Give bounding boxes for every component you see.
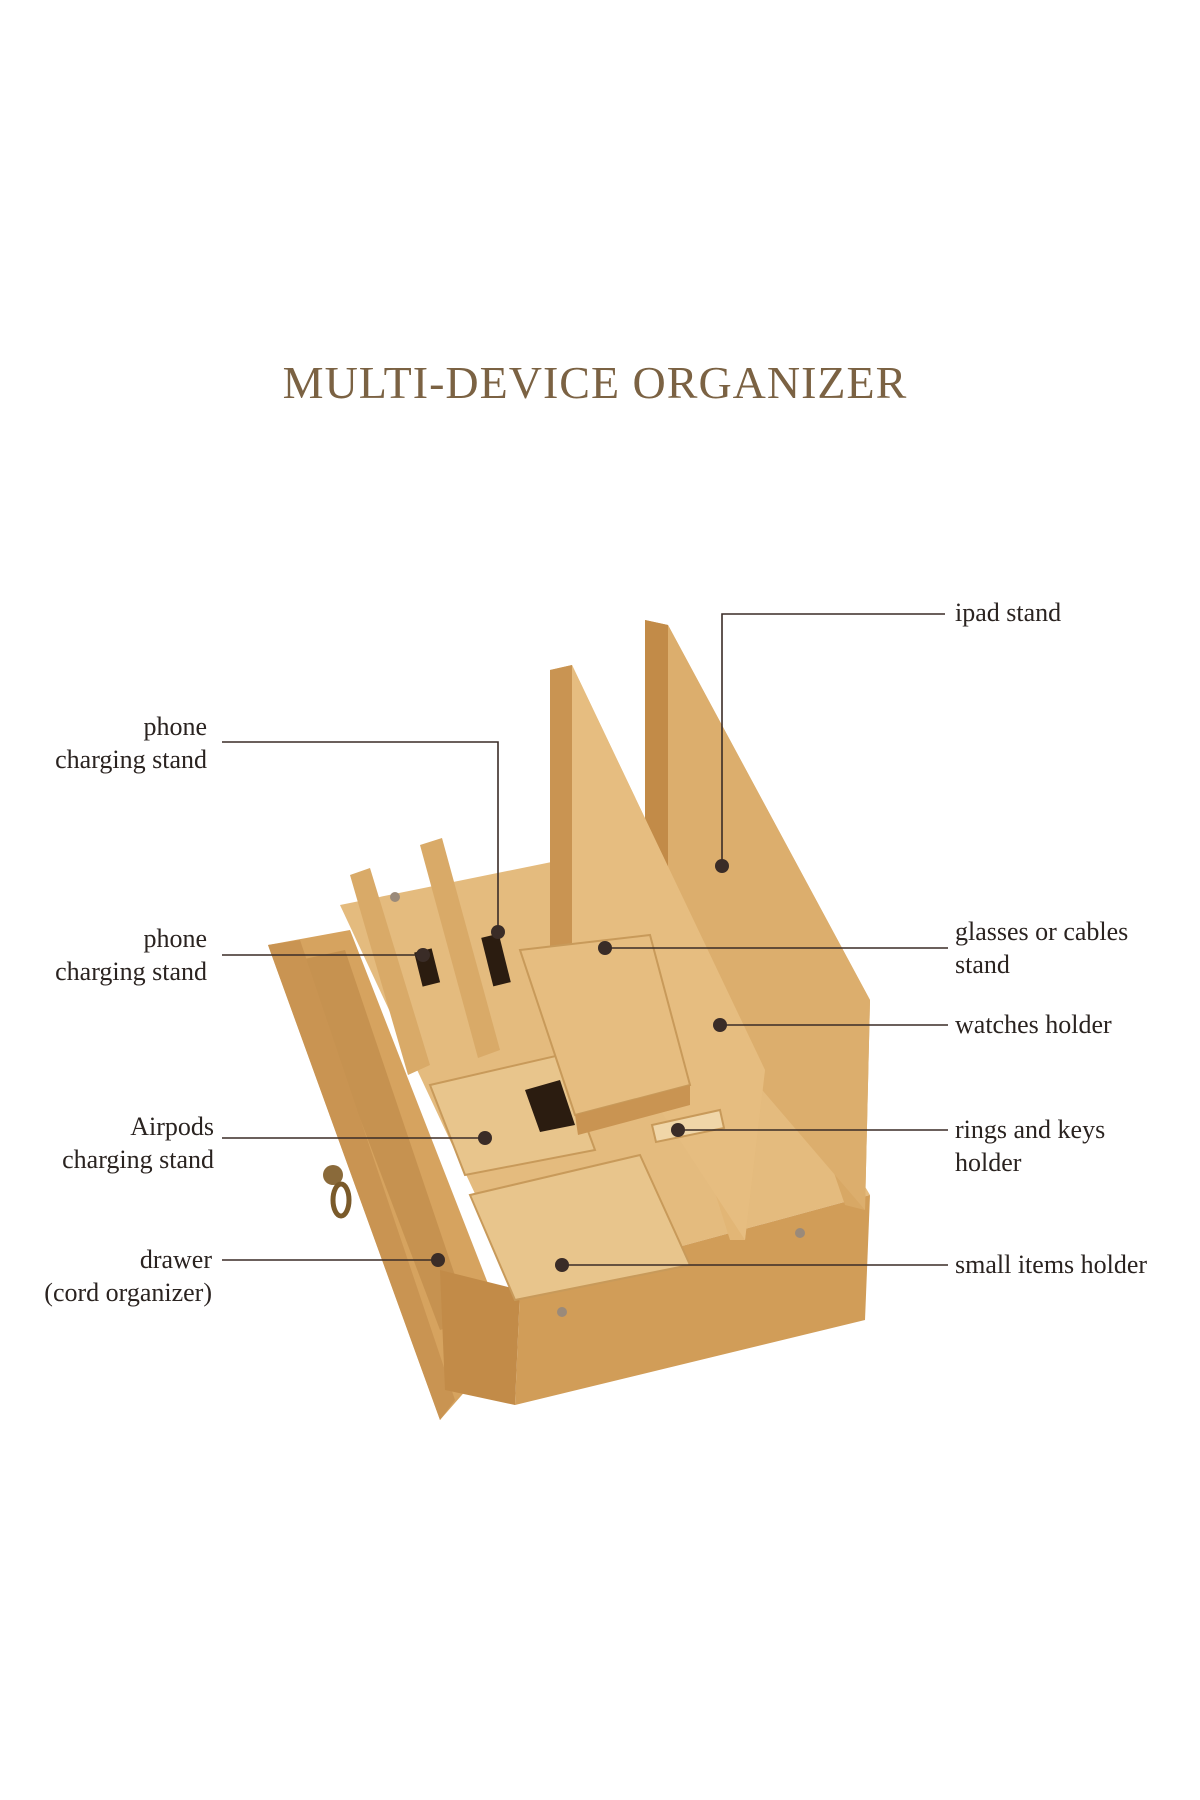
base-box-front [515, 1195, 870, 1405]
phone-stand-slat-2 [420, 838, 500, 1058]
label-small-items-holder: small items holder [955, 1250, 1148, 1279]
airpods-cutout [525, 1080, 575, 1132]
label-watches-holder: watches holder [955, 1010, 1112, 1039]
drawer-inner [300, 950, 470, 1330]
callout-ipad-stand [721, 613, 945, 866]
drawer-front-panel [268, 940, 455, 1420]
callout-dots [416, 859, 729, 1272]
phone-stand-slat-1 [350, 868, 430, 1075]
organizer-product-image [268, 620, 870, 1420]
rings-keys-peg [650, 1108, 726, 1144]
label-ipad-stand: ipad stand [955, 598, 1062, 627]
drawer-knob-icon [323, 1165, 343, 1185]
callout-lines [222, 613, 948, 1266]
page-title: MULTI-DEVICE ORGANIZER [282, 357, 908, 408]
base-box-side [440, 1270, 520, 1405]
callout-phone-stand-1 [222, 741, 499, 932]
label-drawer-cord-organizer: drawer(cord organizer) [44, 1245, 212, 1307]
